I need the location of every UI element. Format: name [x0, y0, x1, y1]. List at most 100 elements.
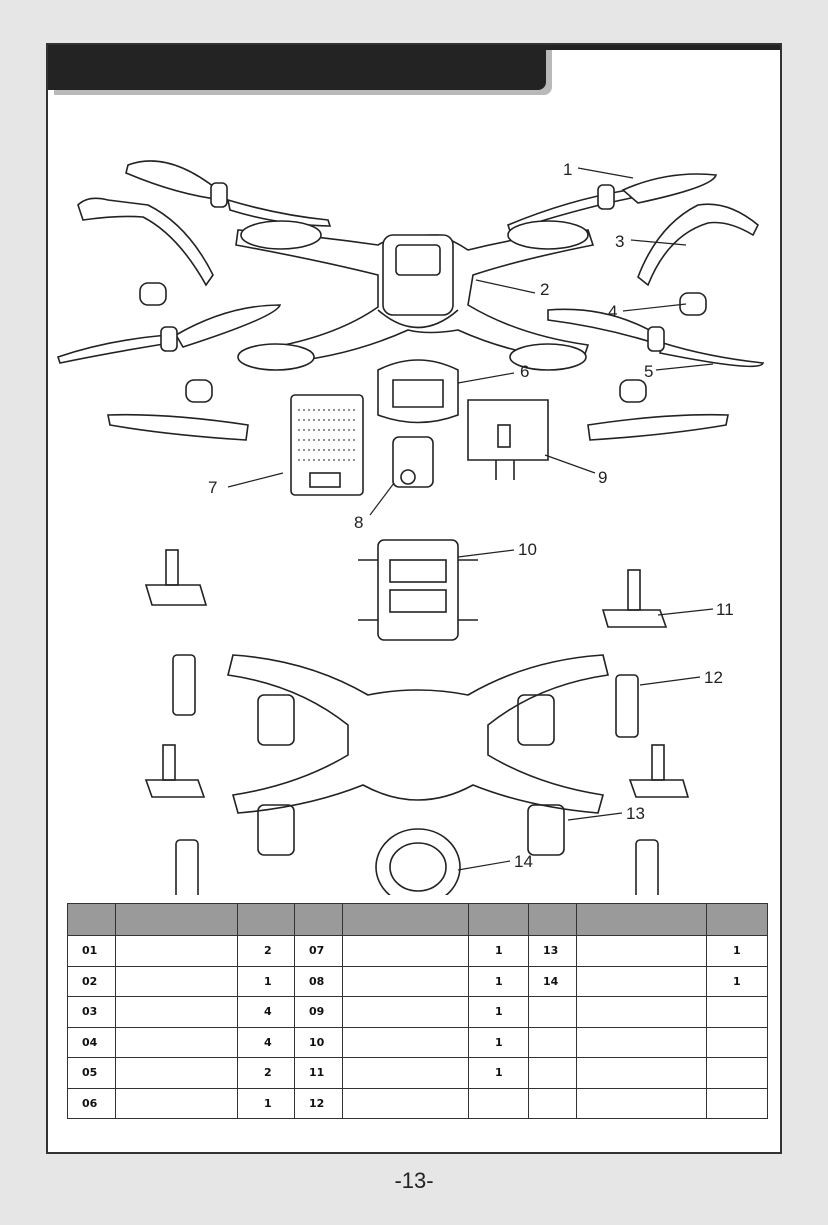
part-qty: 1	[237, 1087, 295, 1119]
header-cell	[67, 903, 116, 936]
part-number: 05	[67, 1057, 116, 1089]
section-title-bar	[48, 45, 546, 90]
gear-mounts	[144, 549, 690, 798]
table-row: 01 2 07 1 13 1	[67, 935, 768, 967]
page-number: -13-	[394, 1168, 434, 1193]
table-row: 04 4 10 1	[67, 1026, 768, 1058]
exploded-parts-diagram: 1 2 3 4 5 6 7 8 9 10 11 12 13 14	[56, 160, 765, 895]
part-number: 06	[67, 1087, 116, 1119]
part-number: 14	[528, 965, 577, 997]
part-name	[342, 1057, 469, 1089]
part-qty: 1	[468, 996, 529, 1028]
part-qty: 1	[468, 935, 529, 967]
propeller-bottom-left	[56, 304, 282, 364]
header-cell	[237, 903, 295, 936]
part-qty	[706, 1057, 768, 1089]
part-name	[576, 1087, 707, 1119]
callout-4: 4	[608, 302, 617, 321]
header-cell	[706, 903, 768, 936]
part-name	[115, 996, 238, 1028]
callout-13: 13	[626, 804, 645, 823]
part-qty	[706, 1026, 768, 1058]
bottom-shell	[227, 654, 609, 856]
part-number: 11	[294, 1057, 343, 1089]
callout-9: 9	[598, 468, 607, 487]
part-qty: 4	[237, 996, 295, 1028]
parts-list-table: 01 2 07 1 13 1 02 1 08 1 14 1	[67, 903, 768, 1119]
part-name	[115, 965, 238, 997]
part-qty: 1	[706, 965, 768, 997]
part-qty	[706, 996, 768, 1028]
part-number: 08	[294, 965, 343, 997]
part-name	[576, 965, 707, 997]
circuit-board	[467, 399, 549, 480]
part-qty	[468, 1087, 529, 1119]
part-qty: 2	[237, 935, 295, 967]
part-number: 04	[67, 1026, 116, 1058]
part-name	[342, 935, 469, 967]
control-module	[392, 436, 434, 488]
callout-7: 7	[208, 478, 217, 497]
part-qty: 1	[468, 1026, 529, 1058]
part-name	[576, 1026, 707, 1058]
header-cell	[294, 903, 343, 936]
header-cell	[576, 903, 707, 936]
callout-3: 3	[615, 232, 624, 251]
part-qty: 1	[468, 965, 529, 997]
callout-11: 11	[716, 600, 734, 619]
motor-caps	[139, 282, 707, 403]
callout-6: 6	[520, 362, 529, 381]
part-name	[115, 1057, 238, 1089]
part-name	[342, 965, 469, 997]
battery-frame	[358, 539, 478, 641]
part-number: 13	[528, 935, 577, 967]
part-name	[342, 1026, 469, 1058]
part-name	[576, 996, 707, 1028]
header-cell	[115, 903, 238, 936]
part-qty: 1	[468, 1057, 529, 1089]
lens-cover	[375, 828, 461, 895]
propeller-bottom-right	[547, 308, 765, 368]
part-number: 01	[67, 935, 116, 967]
callout-14: 14	[514, 852, 533, 871]
part-number	[528, 996, 577, 1028]
header-cell	[528, 903, 577, 936]
part-name	[342, 996, 469, 1028]
part-number: 10	[294, 1026, 343, 1058]
part-number: 09	[294, 996, 343, 1028]
part-name	[115, 1026, 238, 1058]
callout-5: 5	[644, 362, 653, 381]
camera-housing	[377, 359, 459, 424]
part-name	[115, 1087, 238, 1119]
callout-2: 2	[540, 280, 549, 299]
part-qty: 2	[237, 1057, 295, 1089]
part-number: 12	[294, 1087, 343, 1119]
callout-1: 1	[563, 160, 572, 179]
table-row: 06 1 12	[67, 1087, 768, 1119]
part-name	[576, 1057, 707, 1089]
callout-12: 12	[704, 668, 723, 687]
part-qty	[706, 1087, 768, 1119]
table-header-row	[67, 903, 768, 936]
part-name	[115, 935, 238, 967]
callout-8: 8	[354, 513, 363, 532]
part-number	[528, 1087, 577, 1119]
manual-page: 1 2 3 4 5 6 7 8 9 10 11 12 13 14	[46, 43, 782, 1154]
landing-skids	[77, 197, 759, 441]
part-name	[342, 1087, 469, 1119]
leader-lines	[227, 167, 714, 871]
table-row: 03 4 09 1	[67, 996, 768, 1028]
motors	[172, 654, 659, 895]
propeller-top-left	[125, 160, 332, 227]
part-number: 02	[67, 965, 116, 997]
table-row: 02 1 08 1 14 1	[67, 965, 768, 997]
header-cell	[468, 903, 529, 936]
part-number	[528, 1026, 577, 1058]
header-cell	[342, 903, 469, 936]
part-number	[528, 1057, 577, 1089]
part-qty: 4	[237, 1026, 295, 1058]
battery-pack	[290, 394, 364, 496]
table-row: 05 2 11 1	[67, 1057, 768, 1089]
part-qty: 1	[237, 965, 295, 997]
part-number: 07	[294, 935, 343, 967]
